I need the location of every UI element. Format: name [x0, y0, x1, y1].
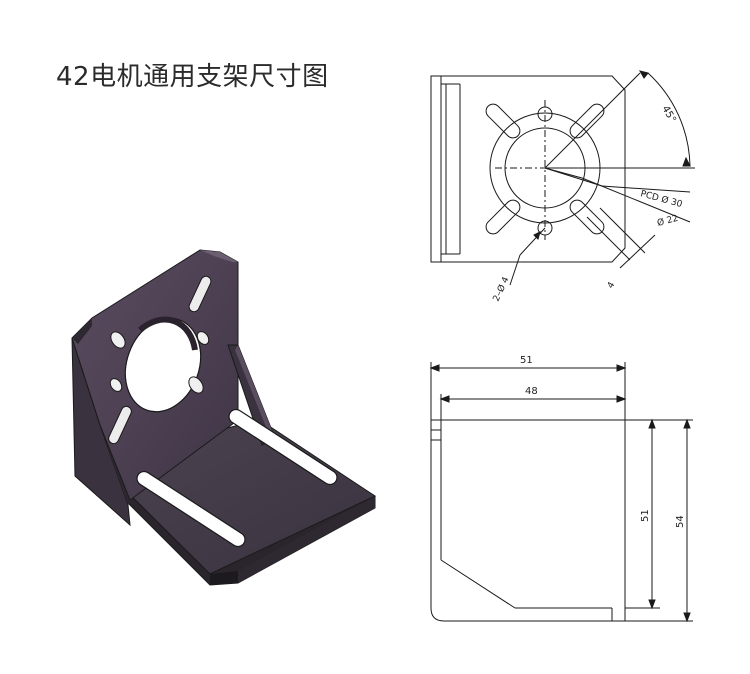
bracket-right-gusset	[227, 344, 276, 446]
slot-width-label: 4	[606, 280, 618, 290]
bracket-base-slots	[136, 408, 338, 548]
bracket-left-gusset	[71, 337, 132, 527]
mount-hole-label: 2–Ø 4	[491, 275, 512, 303]
angle-label: 45°	[659, 104, 677, 125]
bracket-base-plate	[94, 419, 377, 586]
bracket-vertical-face	[71, 249, 239, 501]
height-inner-label: 51	[640, 509, 651, 522]
page-title: 42电机通用支架尺寸图	[56, 62, 329, 92]
height-outer-label: 54	[675, 515, 686, 528]
width-outer-label: 51	[520, 355, 533, 366]
pcd-label: PCD Ø 30	[639, 188, 684, 210]
center-hole-label: Ø 22	[656, 213, 680, 229]
width-inner-label: 48	[525, 386, 538, 397]
